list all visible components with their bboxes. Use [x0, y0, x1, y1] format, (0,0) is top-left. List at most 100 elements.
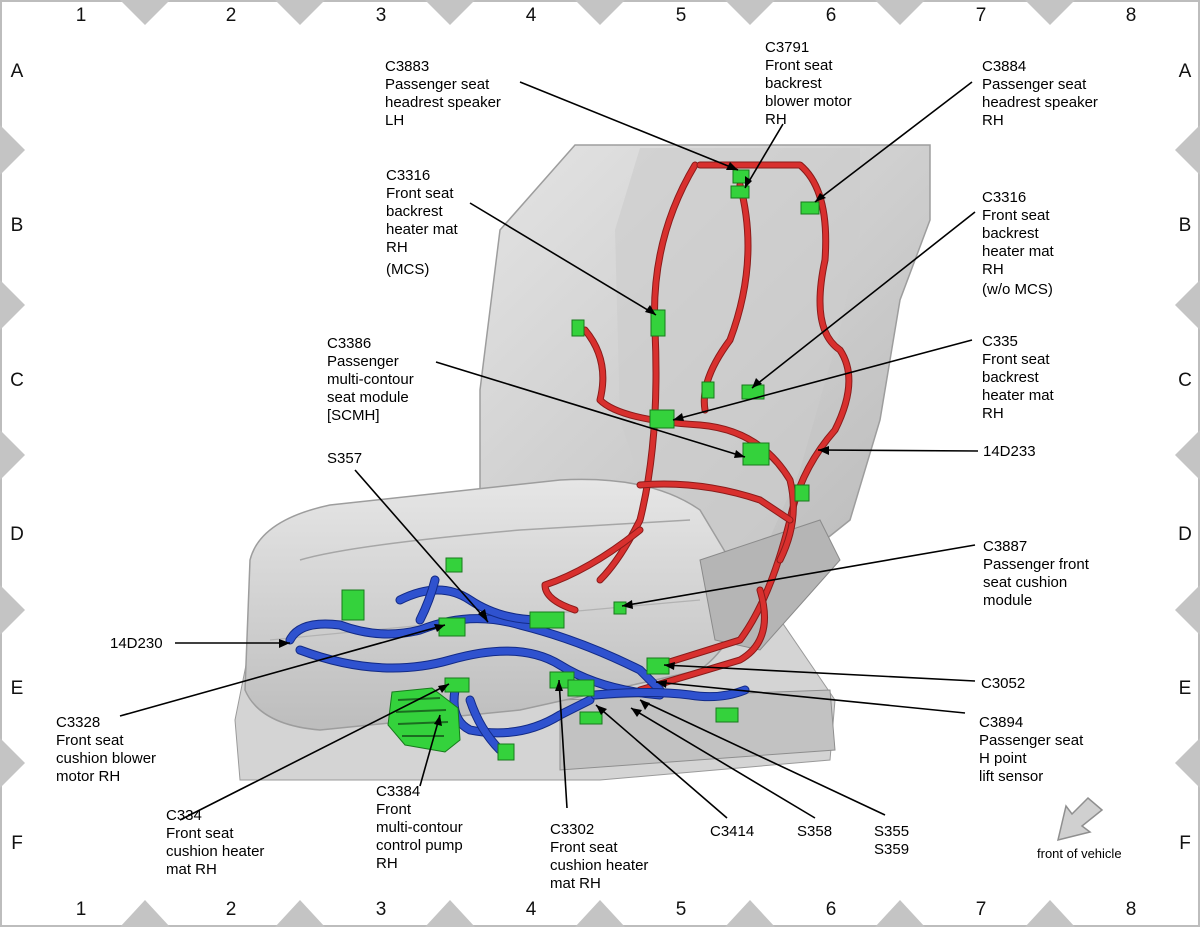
svg-text:C3316: C3316 [982, 189, 1026, 206]
callout-14d233: 14D233 [983, 443, 1036, 460]
svg-text:mat RH: mat RH [550, 875, 601, 892]
leader-lines [119, 81, 979, 821]
callout-c3316-wo-mcs: C3316 Front seat backrest heater mat RH … [982, 189, 1055, 298]
callout-s355-s359: S355 S359 [874, 823, 909, 858]
callout-c3884: C3884 Passenger seat headrest speaker RH [982, 58, 1098, 129]
grid-row-label: D [1178, 524, 1192, 545]
svg-text:[SCMH]: [SCMH] [327, 407, 380, 424]
svg-text:heater mat: heater mat [982, 243, 1055, 260]
connector-backrest-lower [794, 484, 810, 502]
grid-col-label: 1 [76, 899, 87, 920]
svg-text:Passenger seat: Passenger seat [385, 76, 490, 93]
svg-text:C3328: C3328 [56, 714, 100, 731]
svg-text:Passenger front: Passenger front [983, 556, 1090, 573]
connector-aux [571, 319, 585, 337]
svg-text:backrest: backrest [386, 203, 444, 220]
grid-col-label: 5 [676, 5, 687, 26]
svg-text:C3887: C3887 [983, 538, 1027, 555]
callout-c3791: C3791 Front seat backrest blower motor R… [765, 39, 852, 128]
grid-row-label: B [11, 215, 24, 236]
harness-14D230 [285, 575, 750, 755]
svg-text:RH: RH [982, 112, 1004, 129]
grid-row-label: F [11, 833, 23, 854]
connector-c3884 [800, 201, 820, 215]
svg-text:Passenger seat: Passenger seat [982, 76, 1087, 93]
callout-c3414: C3414 [710, 823, 754, 840]
connector-c3328 [438, 617, 466, 637]
front-arrow-icon [1056, 796, 1104, 842]
grid-col-label: 3 [376, 5, 387, 26]
connector-c3791 [730, 185, 750, 199]
grid-column-labels-top: 1 2 3 4 5 6 7 8 [76, 5, 1137, 26]
leader-arrowheads [279, 162, 829, 726]
svg-text:backrest: backrest [982, 225, 1040, 242]
svg-text:Front seat: Front seat [166, 825, 234, 842]
callout-c334: C334 Front seat cushion heater mat RH [166, 807, 264, 878]
svg-text:Front seat: Front seat [56, 732, 124, 749]
svg-text:Front seat: Front seat [765, 57, 833, 74]
grid-col-label: 8 [1126, 899, 1137, 920]
callout-14d230: 14D230 [110, 635, 163, 652]
svg-text:blower motor: blower motor [765, 93, 852, 110]
grid-row-label: E [1179, 678, 1192, 699]
grid-row-label: C [1178, 370, 1192, 391]
connector-lower-left [497, 743, 515, 761]
svg-text:motor RH: motor RH [56, 768, 120, 785]
svg-text:module: module [983, 592, 1032, 609]
callout-c3887: C3887 Passenger front seat cushion modul… [983, 538, 1090, 609]
grid-col-label: 4 [526, 899, 537, 920]
svg-text:headrest speaker: headrest speaker [385, 94, 501, 111]
svg-text:C3894: C3894 [979, 714, 1023, 731]
svg-text:RH: RH [386, 239, 408, 256]
harness-14D233 [541, 161, 853, 694]
grid-col-label: 7 [976, 5, 987, 26]
svg-text:14D230: 14D230 [110, 635, 163, 652]
svg-text:14D233: 14D233 [983, 443, 1036, 460]
svg-text:H point: H point [979, 750, 1027, 767]
grid-row-labels-left: A B C D E F [10, 61, 24, 854]
svg-text:RH: RH [982, 261, 1004, 278]
svg-text:Front seat: Front seat [982, 207, 1050, 224]
svg-text:C3052: C3052 [981, 675, 1025, 692]
svg-text:RH: RH [982, 405, 1004, 422]
connector-lower-right [715, 707, 739, 723]
grid-col-label: 6 [826, 5, 837, 26]
svg-text:C3384: C3384 [376, 783, 420, 800]
callout-c3883: C3883 Passenger seat headrest speaker LH [385, 58, 501, 129]
svg-text:seat module: seat module [327, 389, 409, 406]
svg-text:C3884: C3884 [982, 58, 1026, 75]
callout-c335: C335 Front seat backrest heater mat RH [982, 333, 1055, 422]
callout-c3302: C3302 Front seat cushion heater mat RH [550, 821, 648, 892]
svg-text:C3302: C3302 [550, 821, 594, 838]
seat-illustration [234, 144, 931, 781]
callout-c3384: C3384 Front multi-contour control pump R… [376, 783, 463, 872]
connector-c335 [649, 409, 675, 429]
connector-c3316-mcs [650, 309, 666, 337]
callout-c3894: C3894 Passenger seat H point lift sensor [979, 714, 1084, 785]
svg-text:S359: S359 [874, 841, 909, 858]
svg-text:backrest: backrest [982, 369, 1040, 386]
svg-text:C3414: C3414 [710, 823, 754, 840]
grid-column-labels-bottom: 1 2 3 4 5 6 7 8 [76, 899, 1137, 920]
grid-col-label: 1 [76, 5, 87, 26]
svg-text:(MCS): (MCS) [386, 261, 429, 278]
svg-text:seat cushion: seat cushion [983, 574, 1067, 591]
grid-col-label: 2 [226, 899, 237, 920]
connector-s357-area [529, 611, 565, 629]
grid-row-labels-right: A B C D E F [1178, 61, 1192, 854]
grid-col-label: 8 [1126, 5, 1137, 26]
callout-c3052: C3052 [981, 675, 1025, 692]
svg-text:C335: C335 [982, 333, 1018, 350]
grid-col-label: 4 [526, 5, 537, 26]
connectors [341, 169, 820, 761]
svg-text:C3883: C3883 [385, 58, 429, 75]
callout-c3328: C3328 Front seat cushion blower motor RH [56, 714, 156, 785]
front-of-vehicle-indicator: front of vehicle [1037, 796, 1122, 861]
svg-text:cushion heater: cushion heater [550, 857, 648, 874]
svg-text:backrest: backrest [765, 75, 823, 92]
svg-text:multi-contour: multi-contour [327, 371, 414, 388]
svg-text:heater mat: heater mat [386, 221, 459, 238]
